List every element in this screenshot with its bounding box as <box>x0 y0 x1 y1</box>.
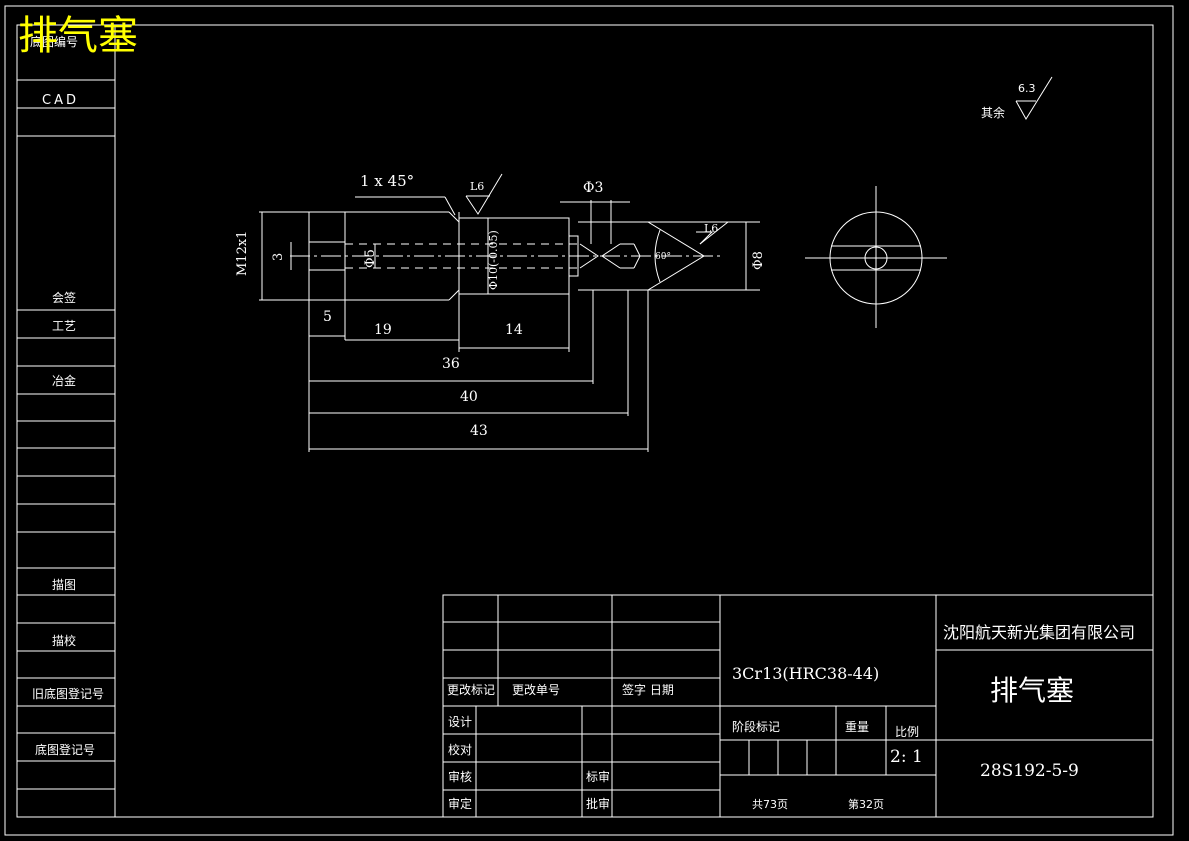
thread-label: M12x1 <box>235 231 250 276</box>
metallurgy-label: 冶金 <box>52 373 76 388</box>
scale-value: 2: 1 <box>890 747 923 767</box>
company-name: 沈阳航天新光集团有限公司 <box>943 623 1135 642</box>
process-label: 工艺 <box>52 319 76 333</box>
dim-5: 5 <box>323 309 332 325</box>
countersign-label: 会签 <box>52 290 76 305</box>
dim-43: 43 <box>470 423 488 439</box>
inner-border <box>16 24 1154 818</box>
page-no-label: 第32页 <box>848 797 884 811</box>
chamfer-label: 1 x 45° <box>360 172 414 190</box>
scale-label: 比例 <box>895 725 919 739</box>
part-side-view: 60° L6 Φ8 1 x 45° L6 Φ3 M12x1 3 Φ5 Φ10(-… <box>235 172 766 452</box>
top-roughness-label: L6 <box>470 180 484 193</box>
overlay-title: 排气塞 <box>18 13 138 59</box>
tracing-label: 描图 <box>52 578 76 592</box>
material-label: 3Cr13(HRC38-44) <box>732 664 879 683</box>
revision-mark-label: 更改标记 <box>447 683 495 697</box>
part-end-view <box>805 186 947 328</box>
approve-label: 审定 <box>448 796 472 811</box>
base-register-label: 底图登记号 <box>35 742 95 757</box>
roughness-symbol-icon <box>1015 76 1053 120</box>
dim-14: 14 <box>505 322 523 338</box>
design-label: 设计 <box>448 715 472 729</box>
top-column-label: 底图编号 <box>30 34 78 49</box>
stage-mark-label: 阶段标记 <box>732 719 780 734</box>
roughness-prefix: 其余 <box>981 105 1005 120</box>
std-review-label: 标审 <box>586 769 610 784</box>
tip-roughness-label: L6 <box>704 222 718 235</box>
outer-border <box>4 5 1174 836</box>
phi8-label: Φ8 <box>751 251 766 270</box>
roughness-value: 6.3 <box>1018 82 1036 95</box>
weight-label: 重量 <box>845 720 869 734</box>
sign-date-label: 签字 日期 <box>622 682 674 697</box>
roughness-top-icon <box>465 173 503 215</box>
ratify-label: 批审 <box>586 796 610 811</box>
change-no-label: 更改单号 <box>512 683 560 697</box>
title-block: 更改标记 更改单号 签字 日期 设计 校对 审核 审定 标审 批审 3Cr13(… <box>442 594 1154 818</box>
angle-label: 60° <box>655 252 671 262</box>
left-column: 底图编号 CAD 会签 工艺 冶金 描图 描校 旧底图登记号 底图登记号 <box>17 25 116 817</box>
phi10-label: Φ10(-0.05) <box>487 230 500 290</box>
phi3-label: Φ3 <box>583 180 603 196</box>
check-label: 校对 <box>448 742 472 757</box>
total-pages-label: 共73页 <box>752 798 788 811</box>
review-label: 审核 <box>448 769 472 784</box>
cad-label: CAD <box>42 93 79 108</box>
d3-label: 3 <box>271 253 286 261</box>
phi5-label: Φ5 <box>363 249 378 268</box>
dim-40: 40 <box>460 389 478 405</box>
roughness-note: 其余 6.3 <box>981 76 1053 120</box>
old-base-register-label: 旧底图登记号 <box>32 686 104 701</box>
drawing-number: 28S192-5-9 <box>980 761 1079 781</box>
part-name: 排气塞 <box>990 674 1074 707</box>
dim-19: 19 <box>374 322 392 338</box>
dim-36: 36 <box>442 356 460 372</box>
trace-check-label: 描校 <box>52 633 76 648</box>
